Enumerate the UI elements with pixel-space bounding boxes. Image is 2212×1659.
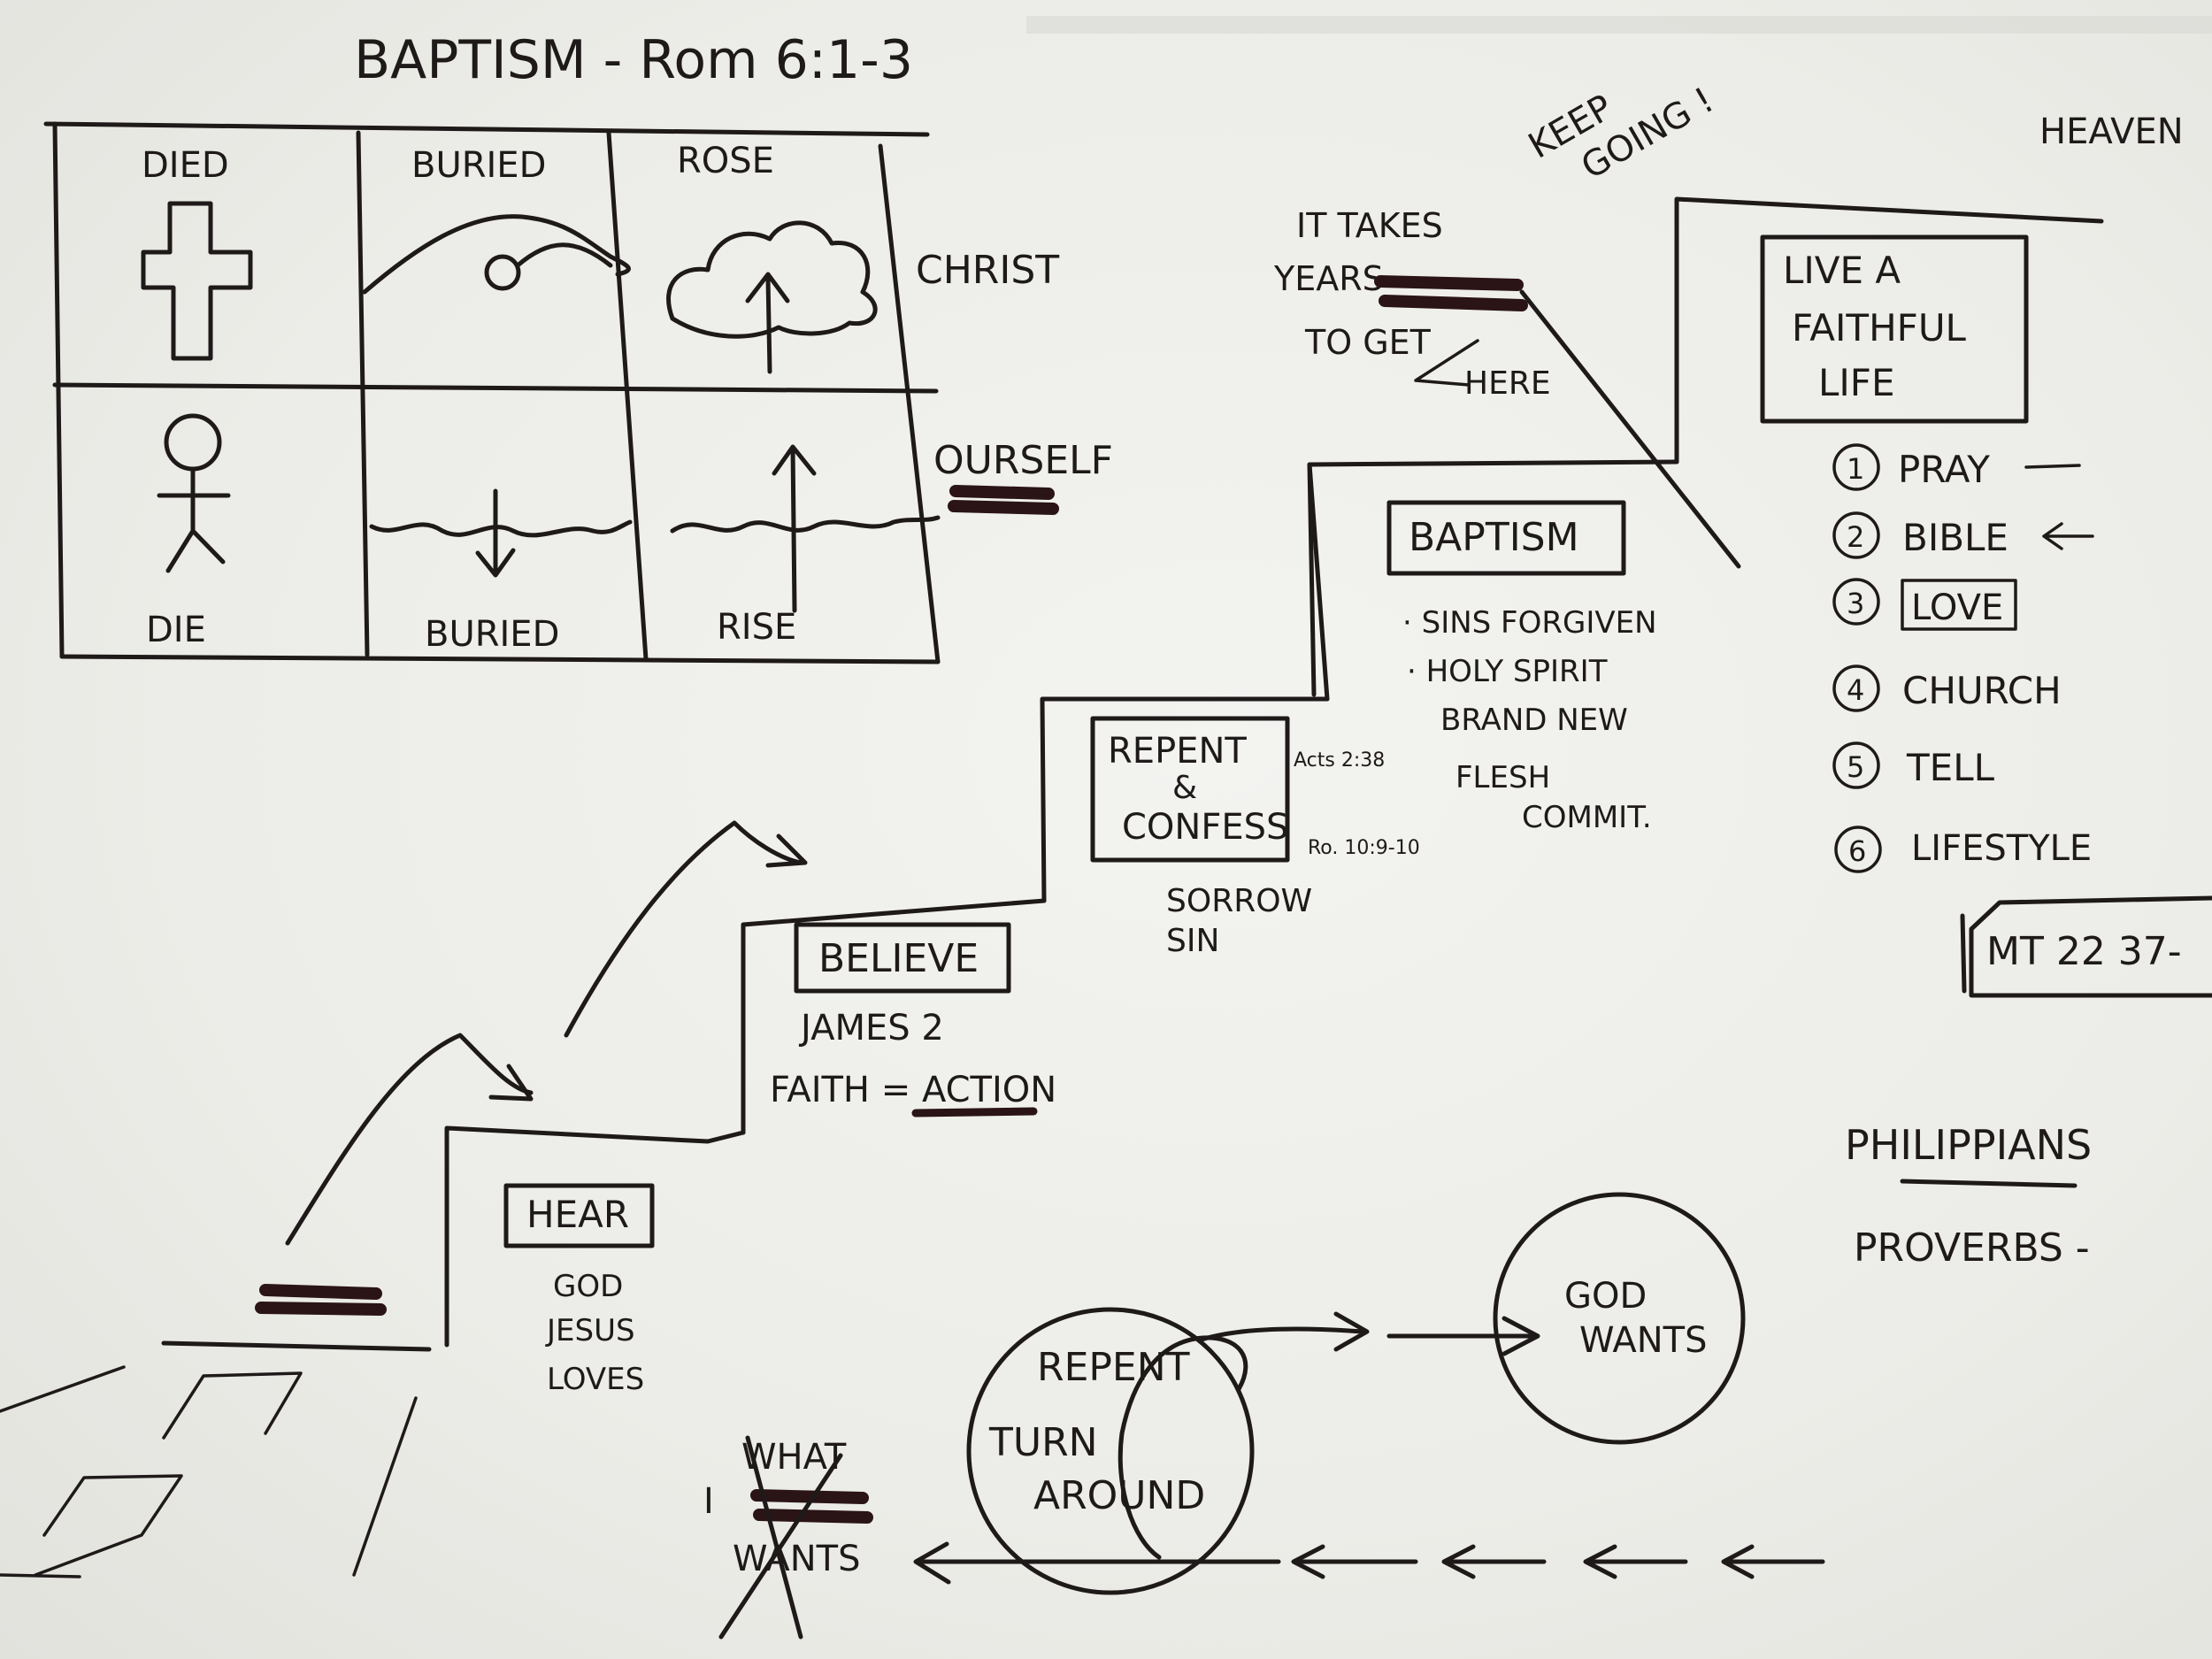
- ref-acts: Acts 2:38: [1294, 749, 1385, 772]
- faithful-line1: LIVE A: [1783, 249, 1901, 292]
- book-proverbs: PROVERBS -: [1854, 1225, 2090, 1271]
- what-i-want-line3: WANTS: [733, 1539, 860, 1579]
- it-takes-line2: YEARS: [1273, 259, 1384, 298]
- row-label-christ: CHRIST: [916, 248, 1059, 293]
- list-item-love: LOVE: [1911, 588, 2003, 628]
- faithful-line3: LIFE: [1818, 361, 1894, 404]
- god-wants-line2: WANTS: [1579, 1320, 1707, 1361]
- grid-label-died: DIED: [142, 145, 229, 186]
- hill-burial-icon: [365, 217, 628, 292]
- repent-circle-line2: TURN: [988, 1420, 1098, 1465]
- heaven-label: HEAVEN: [2039, 111, 2184, 152]
- baptism-note-holy-spirit: · HOLY SPIRIT: [1407, 654, 1608, 689]
- grid-label-rise: RISE: [717, 607, 796, 648]
- staircase: [164, 199, 2101, 1349]
- hear-label: HEAR: [526, 1193, 629, 1236]
- faithful-line2: FAITHFUL: [1792, 306, 1967, 349]
- grid-label-buried: BURIED: [411, 145, 546, 186]
- stick-figure-icon: [159, 416, 228, 571]
- list-num: 3: [1847, 587, 1864, 620]
- redaction-scribble: [1380, 281, 1522, 305]
- grid-label-die: DIE: [146, 610, 206, 650]
- list-num: 6: [1848, 834, 1866, 868]
- page-title: BAPTISM - Rom 6:1-3: [354, 29, 913, 91]
- baptism-note-brand-new: BRAND NEW: [1440, 703, 1628, 738]
- god-wants-circle: [1495, 1194, 1743, 1442]
- ground-lines: [0, 1367, 416, 1577]
- baptism-label: BAPTISM: [1409, 515, 1579, 560]
- list-item-lifestyle: LIFESTYLE: [1911, 828, 2092, 869]
- bleed-through-mark: [1026, 16, 2212, 34]
- list-num: 4: [1847, 673, 1864, 707]
- it-takes-line4: HERE: [1464, 365, 1551, 402]
- list-item-bible: BIBLE: [1902, 516, 2008, 559]
- it-takes-line3: TO GET: [1304, 323, 1432, 362]
- underline: [1902, 1181, 2075, 1186]
- believe-note-faith-action: FAITH = ACTION: [770, 1070, 1056, 1110]
- believe-label: BELIEVE: [818, 936, 979, 981]
- what-i-want-line2: I: [703, 1481, 714, 1522]
- hear-note-god: GOD: [553, 1269, 623, 1304]
- list-item-church: CHURCH: [1902, 669, 2062, 712]
- baptism-note-flesh: FLESH: [1455, 760, 1550, 795]
- book-philippians: PHILIPPIANS: [1845, 1121, 2092, 1169]
- grid-label-buried-bottom: BURIED: [425, 614, 559, 655]
- god-wants-line1: GOD: [1564, 1276, 1647, 1317]
- ref-romans: Ro. 10:9-10: [1308, 837, 1420, 859]
- confess-label: CONFESS: [1122, 807, 1288, 848]
- step-arrow-icon: [288, 823, 805, 1243]
- cross-icon: [143, 204, 250, 358]
- list-item-tell: TELL: [1906, 746, 1995, 789]
- water-down-icon: [372, 491, 630, 575]
- redaction-scribble: [261, 1290, 380, 1310]
- faithful-list: 1 PRAY 2 BIBLE 3 LOVE 4 CHURCH 5 TELL 6 …: [1834, 445, 2093, 872]
- list-num: 1: [1847, 452, 1864, 486]
- mt-ref-label: MT 22 37-: [1986, 929, 2182, 974]
- list-num: 5: [1847, 750, 1864, 784]
- redaction-scribble: [954, 491, 1053, 509]
- tomb-circle-icon: [487, 257, 518, 288]
- row-label-ourself: OURSELF: [933, 438, 1113, 483]
- ampersand-label: &: [1172, 770, 1197, 806]
- list-item-pray: PRAY: [1898, 448, 1990, 491]
- believe-note-james: JAMES 2: [798, 1008, 944, 1048]
- repent-label: REPENT: [1108, 731, 1247, 772]
- baptism-note-sins: · SINS FORGIVEN: [1402, 605, 1657, 641]
- repent-circle-line3: AROUND: [1033, 1473, 1205, 1518]
- repent-note-sin: SIN: [1166, 923, 1219, 959]
- water-up-icon: [672, 447, 938, 611]
- hear-note-jesus: JESUS: [545, 1313, 635, 1348]
- underline-scribble: [916, 1111, 1033, 1113]
- it-takes-line1: IT TAKES: [1296, 206, 1443, 245]
- baptism-note-commit: COMMIT.: [1522, 800, 1652, 835]
- list-num: 2: [1847, 520, 1864, 554]
- grid-label-rose: ROSE: [677, 141, 774, 181]
- hear-note-loves: LOVES: [547, 1362, 644, 1397]
- repent-note-sorrow: SORROW: [1166, 883, 1312, 919]
